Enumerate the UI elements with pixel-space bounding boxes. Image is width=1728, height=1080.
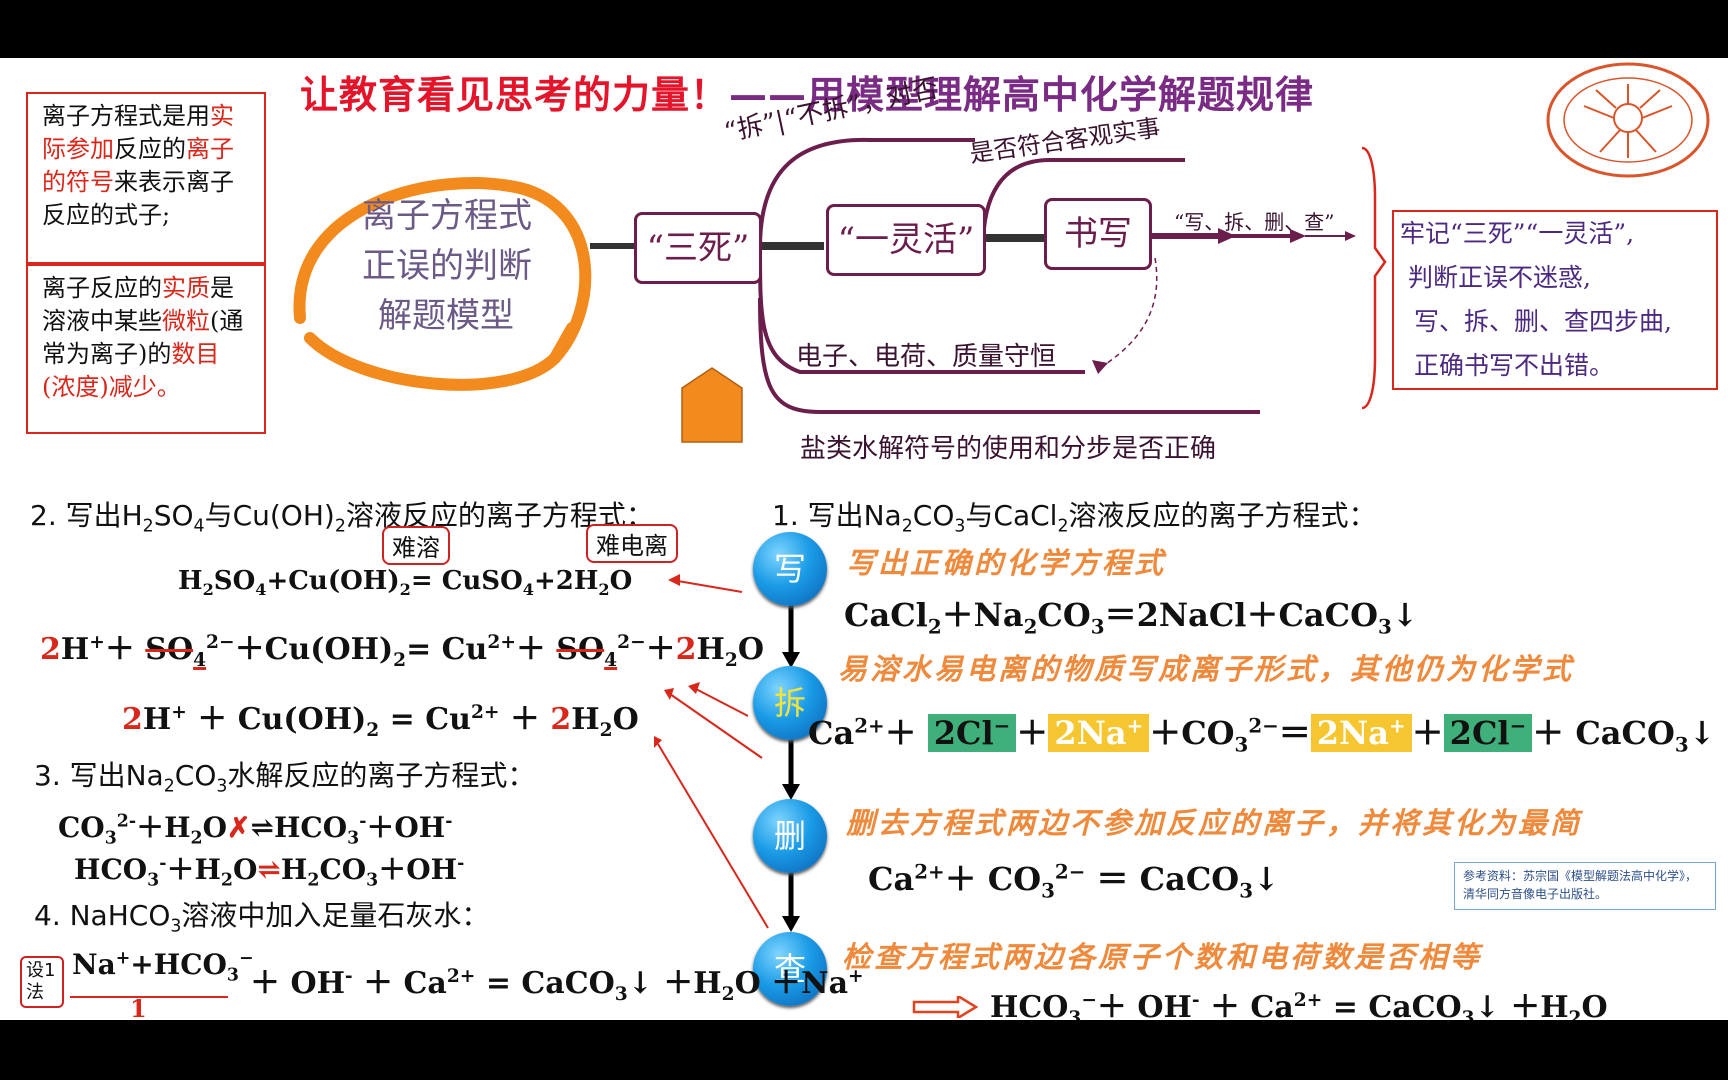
model-diagram-lines — [293, 137, 1387, 443]
oval-line-2: 正误的判断 — [362, 246, 532, 286]
reference-box: 参考资料：苏宗国《模型解题法高中化学》，清华同方音像电子出版社。 — [1454, 862, 1716, 910]
summary-line: 写、拆、删、查四步曲, — [1414, 307, 1672, 336]
step-split-desc: 易溶水易电离的物质写成离子形式，其他仍为化学式 — [838, 652, 1575, 686]
q1-equation-delete: Ca2+＋ CO32− ＝ CaCO3↓ — [868, 859, 1280, 903]
step-write-circle: 写 — [753, 532, 827, 606]
slide: 让教育看见思考的力量！——用模型理解高中化学解题规律 离子方程式是用实际参加反应… — [0, 58, 1728, 1020]
page-title: 让教育看见思考的力量！——用模型理解高中化学解题规律 — [300, 64, 1314, 119]
step-write-desc: 写出正确的化学方程式 — [846, 546, 1167, 580]
step-delete-desc: 删去方程式两边不参加反应的离子，并将其化为最简 — [846, 806, 1583, 840]
branch-shuijie: 盐类水解符号的使用和分步是否正确 — [800, 434, 1217, 464]
steps-connector — [654, 574, 800, 932]
definition-box-2: 离子反应的实质是溶液中某些微粒(通常为离子)的数目(浓度)减少。 — [26, 264, 266, 434]
q4-coefficient-one: 1 — [130, 994, 147, 1020]
q4-equation-left: Na++HCO3− — [72, 948, 254, 986]
q3-equation-1: CO32-＋H2O✗⇌HCO3-＋OH- — [58, 811, 453, 849]
title-part1: 让教育看见思考的力量！ — [300, 73, 730, 117]
summary-line: 判断正误不迷惑, — [1408, 263, 1591, 292]
tag-set-one-method: 设1法 — [20, 956, 64, 1008]
q2-equation-2: 2H+＋ SO42−＋Cu(OH)2= Cu2+＋ SO42−＋2H2O — [40, 632, 764, 671]
step-check-circle: 查 — [753, 932, 827, 1006]
summary-line: 正确书写不出错。 — [1414, 351, 1615, 380]
callout-weak-electrolyte: 难电离 — [586, 524, 678, 563]
q3-equation-2: HCO3-＋H2O⇌H2CO3＋OH- — [74, 853, 465, 891]
summary-line: 牢记“三死”“一灵活”, — [1400, 219, 1635, 248]
callout-insoluble: 难溶 — [382, 526, 450, 565]
q2-equation-1: H2SO4+Cu(OH)2= CuSO4+2H2O — [178, 566, 633, 600]
steps-label: “写、拆、删、查” — [1174, 210, 1335, 234]
question-1-title: 1. 写出Na2CO3与CaCl2溶液反应的离子方程式： — [772, 499, 1377, 537]
oval-line-1: 离子方程式 — [362, 196, 532, 236]
step-split-circle: 拆 — [753, 666, 827, 740]
title-part2: ——用模型理解高中化学解题规律 — [729, 73, 1315, 117]
branch-shouheng: 电子、电荷、质量守恒 — [796, 342, 1057, 372]
step-delete-circle: 删 — [753, 799, 827, 873]
oval-line-3: 解题模型 — [378, 296, 514, 336]
question-3-title: 3. 写出Na2CO3水解反应的离子方程式： — [34, 759, 536, 797]
q4-arrow — [912, 993, 979, 1020]
question-4-title: 4. NaHCO3溶液中加入足量石灰水： — [34, 899, 490, 937]
node-shuxie: 书写 — [1044, 198, 1152, 270]
q4-equation-final: HCO3−＋ OH- ＋ Ca2+ = CaCO3↓ ＋H2O — [990, 990, 1608, 1020]
question-2-title: 2. 写出H2SO4与Cu(OH)2溶液反应的离子方程式： — [30, 499, 654, 537]
underline-bar — [70, 996, 228, 998]
definition-box-1: 离子方程式是用实际参加反应的离子的符号来表示离子反应的式子; — [26, 92, 266, 264]
q1-equation-split: Ca2+＋ 2Cl−＋2Na+＋CO32−＝2Na+＋2Cl−＋ CaCO3↓ — [808, 713, 1716, 757]
node-sansi: “三死” — [634, 212, 762, 284]
q1-equation-write: CaCl2＋Na2CO3＝2NaCl＋CaCO3↓ — [844, 596, 1419, 639]
q4-equation-right: ＋ OH- ＋ Ca2+ = CaCO3↓ ＋H2O ＋Na+ — [250, 966, 864, 1005]
q2-equation-3: 2H+ ＋ Cu(OH)2 = Cu2+ ＋ 2H2O — [122, 702, 639, 741]
seal-logo — [1544, 60, 1712, 180]
summary-box: 牢记“三死”“一灵活”, 判断正误不迷惑, 写、拆、删、查四步曲, 正确书写不出… — [1392, 210, 1718, 390]
step-check-desc: 检查方程式两边各原子个数和电荷数是否相等 — [842, 940, 1483, 974]
node-yilinghuo: “一灵活” — [826, 204, 986, 276]
